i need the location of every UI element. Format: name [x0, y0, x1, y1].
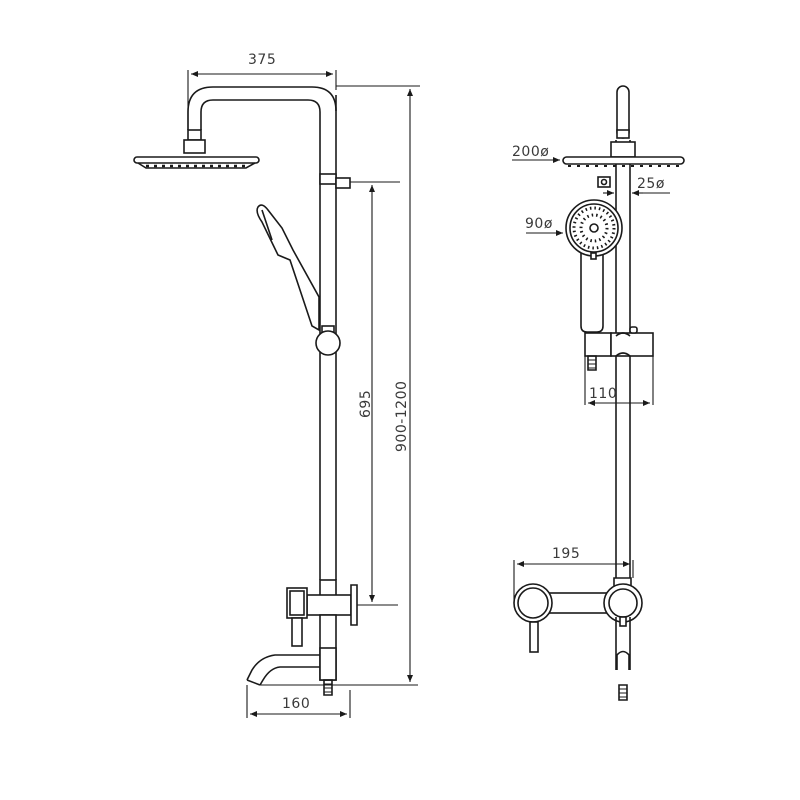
- riser-pipe: [187, 86, 351, 580]
- dim-handshower-diameter: 90ø: [525, 216, 553, 232]
- side-view: [133, 70, 420, 718]
- rain-shower-head-front: [562, 141, 685, 188]
- mixer-front: [513, 577, 643, 701]
- front-dimensions: [512, 157, 670, 603]
- slide-holder-front: [584, 326, 654, 371]
- dim-total-height: 900-1200: [394, 380, 410, 452]
- dim-mixer-centers: 195: [552, 546, 581, 562]
- hand-shower-side: [256, 204, 341, 356]
- dim-spout-projection: 160: [282, 696, 311, 712]
- rain-shower-head: [133, 129, 260, 169]
- front-view: [512, 85, 685, 701]
- hand-shower-front: [565, 199, 623, 333]
- mixer-side: [246, 579, 358, 696]
- dim-head-diameter: 200ø: [512, 144, 550, 160]
- dim-holder-width: 110: [589, 386, 618, 402]
- dim-slide-height: 695: [358, 389, 374, 418]
- dim-arm-reach: 375: [248, 52, 277, 68]
- side-dimensions: [187, 70, 420, 718]
- dim-pipe-diameter: 25ø: [637, 176, 665, 192]
